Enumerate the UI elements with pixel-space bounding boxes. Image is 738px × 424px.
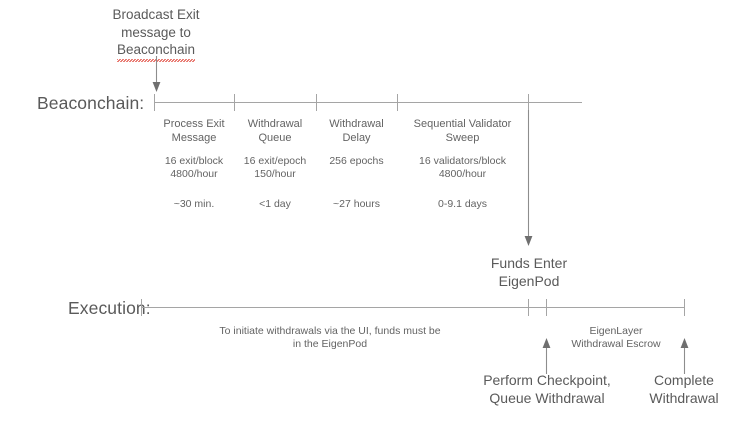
broadcast-exit-arrow [152, 56, 161, 92]
beaconchain-tick-1 [234, 94, 235, 111]
stage-label-1: Withdrawal Queue [247, 118, 303, 145]
stage-duration-3: 0-9.1 days [437, 198, 488, 210]
execution-timeline-axis [141, 307, 685, 308]
lane-title-execution: Execution: [68, 298, 151, 318]
broadcast-exit-line2: message to [121, 24, 191, 40]
stage-duration-0: ~30 min. [173, 198, 215, 210]
stage-duration-1: <1 day [259, 198, 291, 210]
stage-label-0: Process Exit Message [163, 118, 225, 145]
broadcast-exit-line1: Broadcast Exit [112, 7, 200, 22]
eigenlayer-escrow-note: EigenLayer Withdrawal Escrow [571, 325, 661, 351]
stage-rate-2: 256 epochs [329, 155, 384, 167]
execution-tick-checkpoint [546, 299, 547, 316]
stage-rate-0: 16 exit/block 4800/hour [164, 155, 224, 181]
execution-tick-funds-arrive [528, 299, 529, 316]
beaconchain-tick-0 [154, 94, 155, 111]
perform-checkpoint-arrow [542, 338, 551, 374]
stage-duration-2: ~27 hours [333, 198, 380, 210]
beaconchain-tick-4 [528, 94, 529, 111]
funds-enter-eigenpod-arrow [524, 110, 533, 246]
broadcast-exit-callout: Broadcast Exit message to Beaconchain [76, 6, 236, 62]
execution-tick-complete [684, 299, 685, 316]
funds-enter-eigenpod-label: Funds Enter EigenPod [490, 255, 568, 289]
stage-rate-1: 16 exit/epoch 150/hour [243, 155, 307, 181]
complete-withdrawal-arrow [680, 338, 689, 374]
stage-label-3: Sequential Validator Sweep [413, 118, 512, 145]
beaconchain-tick-3 [397, 94, 398, 111]
beaconchain-timeline-axis [154, 102, 582, 103]
execution-tick-start [141, 299, 142, 316]
event-label-perform-checkpoint: Perform Checkpoint, Queue Withdrawal [483, 372, 611, 406]
event-label-complete-withdrawal: Complete Withdrawal [649, 372, 719, 406]
stage-label-2: Withdrawal Delay [329, 118, 384, 145]
stage-rate-3: 16 validators/block 4800/hour [419, 155, 506, 181]
execution-ui-note: To initiate withdrawals via the UI, fund… [219, 325, 441, 351]
beaconchain-tick-2 [316, 94, 317, 111]
lane-title-beaconchain: Beaconchain: [37, 93, 145, 113]
